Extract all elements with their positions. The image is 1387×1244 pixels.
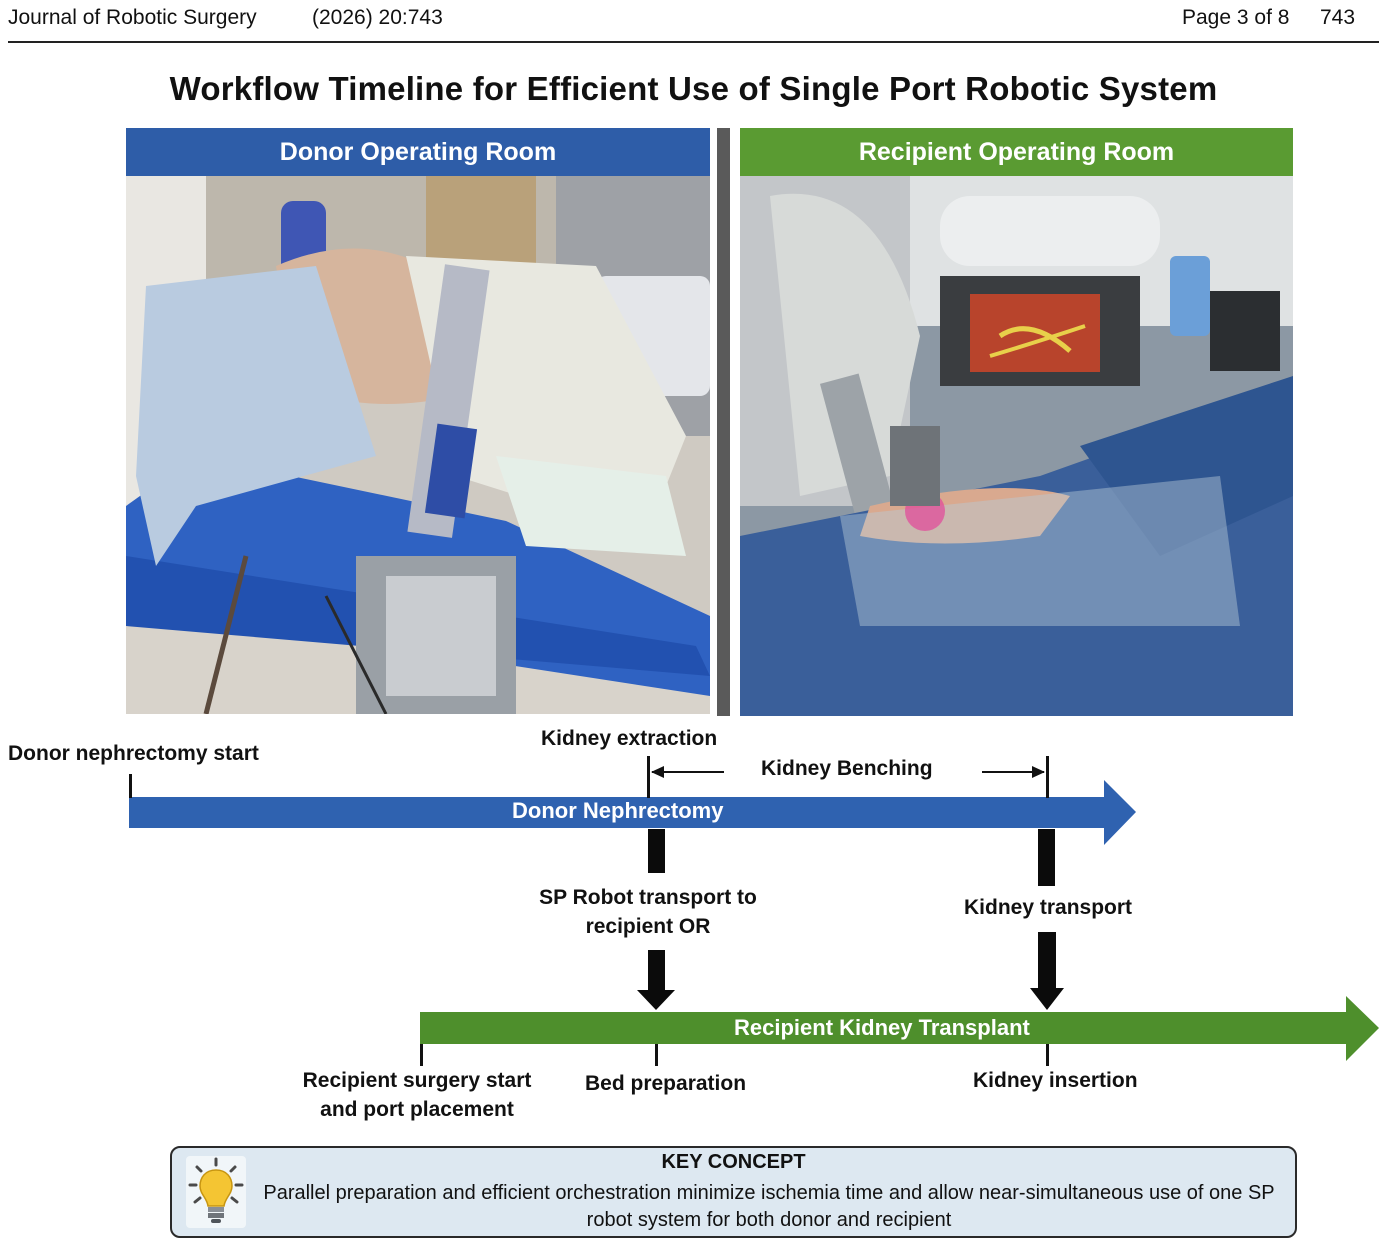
kidney-extraction-label: Kidney extraction — [541, 727, 718, 750]
robot-transport-connector — [648, 829, 665, 873]
benching-left-arrowhead — [651, 766, 664, 778]
bed-preparation-tick — [655, 1044, 658, 1066]
donor-start-label: Donor nephrectomy start — [8, 742, 259, 765]
key-concept-title: KEY CONCEPT — [661, 1151, 806, 1173]
page-indicator: Page 3 of 8 — [1182, 6, 1290, 29]
kidney-extraction-tick — [647, 756, 650, 798]
donor-room-photo — [126, 176, 710, 714]
donor-nephrectomy-arrow — [129, 780, 1136, 845]
kidney-insertion-label: Kidney insertion — [973, 1069, 1138, 1092]
kidney-insertion-tick — [1046, 1044, 1049, 1066]
recipient-start-tick — [420, 1044, 423, 1066]
donor-photo-illustration — [126, 176, 710, 714]
panel-divider — [717, 128, 730, 716]
kidney-transport-label: Kidney transport — [964, 896, 1133, 919]
donor-bar-label: Donor Nephrectomy — [512, 798, 724, 823]
recipient-photo-illustration — [740, 176, 1293, 716]
header-rule — [8, 41, 1379, 43]
kidney-transport-connector — [1038, 829, 1055, 886]
bed-preparation-label: Bed preparation — [585, 1072, 747, 1095]
key-concept-text: Parallel preparation and efficient orche… — [263, 1182, 1275, 1231]
page-number: 743 — [1320, 6, 1356, 29]
benching-right-arrowhead — [1032, 766, 1045, 778]
kidney-benching-end-tick — [1046, 756, 1049, 798]
donor-start-tick — [129, 774, 132, 798]
recipient-start-label: Recipient surgery start and port placeme… — [302, 1069, 532, 1121]
robot-transport-down-arrow — [637, 950, 675, 1010]
recipient-room-heading: Recipient Operating Room — [740, 128, 1293, 176]
recipient-room-photo — [740, 176, 1293, 716]
recipient-bar-label: Recipient Kidney Transplant — [734, 1015, 1030, 1040]
kidney-benching-label: Kidney Benching — [761, 757, 933, 780]
lightbulb-icon — [186, 1156, 246, 1228]
key-concept-box: KEY CONCEPT Parallel preparation and eff… — [170, 1146, 1297, 1238]
donor-room-heading: Donor Operating Room — [126, 128, 710, 176]
kidney-transport-down-arrow — [1030, 932, 1064, 1010]
robot-transport-label: SP Robot transport to recipient OR — [539, 886, 757, 938]
recipient-transplant-arrow — [420, 996, 1379, 1061]
journal-name: Journal of Robotic Surgery — [8, 6, 257, 29]
figure-title: Workflow Timeline for Efficient Use of S… — [169, 70, 1218, 107]
citation: (2026) 20:743 — [312, 6, 443, 29]
